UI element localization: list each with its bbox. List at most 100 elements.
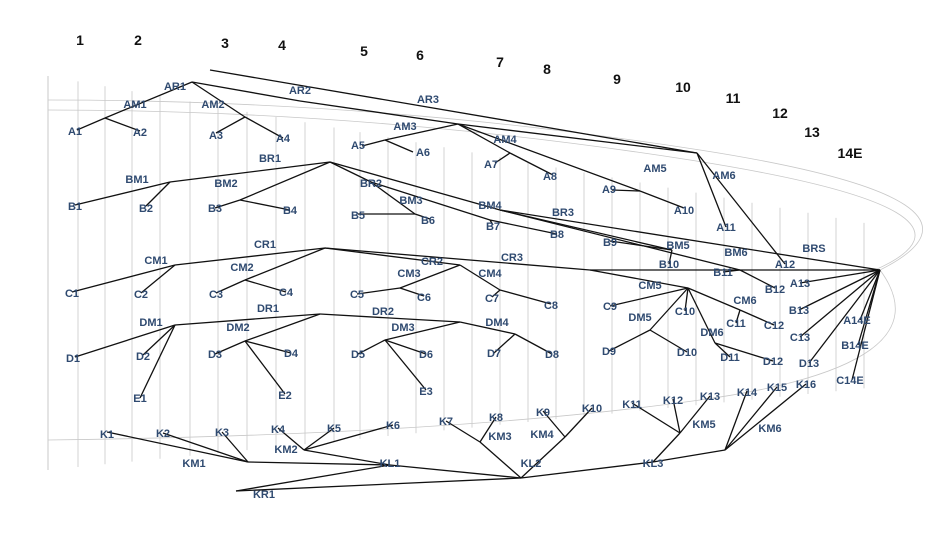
edge-kr1-kl1 [235, 464, 391, 492]
node-d10: D10 [677, 347, 697, 359]
column-number: 9 [613, 71, 621, 87]
node-cr1: CR1 [254, 239, 276, 251]
node-cm6: CM6 [733, 295, 756, 307]
node-bm2: BM2 [214, 178, 237, 190]
node-dm4: DM4 [485, 317, 509, 329]
node-b6: B6 [421, 215, 435, 227]
node-e2: E2 [278, 390, 291, 402]
node-c9: C9 [603, 301, 617, 313]
node-b13: B13 [789, 305, 809, 317]
edge-ar1-ar2 [191, 81, 301, 102]
node-b5: B5 [351, 210, 365, 222]
edge-bm1-b2 [145, 181, 171, 207]
node-km6: KM6 [758, 423, 781, 435]
column-number: 10 [675, 79, 691, 95]
node-k8: K8 [489, 412, 503, 424]
edge-km2-kl1 [303, 449, 391, 466]
edge-kl1-kl2 [389, 464, 522, 479]
column-number: 6 [416, 47, 424, 63]
edge-bm1-b1 [74, 181, 171, 206]
node-k7: K7 [439, 416, 453, 428]
node-b2: B2 [139, 203, 153, 215]
edge-bm2-b3 [214, 199, 241, 209]
node-k3: K3 [215, 427, 229, 439]
edge-cm5-dm5 [649, 287, 689, 331]
node-kr1: KR1 [253, 489, 275, 501]
node-cm3: CM3 [397, 268, 420, 280]
edge-k13-km5 [679, 395, 711, 434]
edge-br2-bm3 [370, 181, 416, 215]
node-ar2: AR2 [289, 85, 311, 97]
column-number: 1 [76, 32, 84, 48]
edge-bm2-b4 [239, 199, 291, 211]
node-am1: AM1 [123, 99, 146, 111]
edge-br3-bm6 [499, 209, 741, 271]
edge-cm2-c3 [215, 279, 246, 294]
node-k11: K11 [622, 399, 642, 411]
edge-kl2-kl3 [520, 461, 654, 479]
edge-am3-a5 [361, 139, 386, 147]
edge-dr1-dr2 [319, 313, 461, 323]
node-d4: D4 [284, 348, 299, 360]
outline-curve-top [47, 99, 923, 271]
node-brs: BRS [802, 243, 825, 255]
edge-kl2-kr1 [235, 477, 522, 492]
edge-k12-km5 [672, 398, 681, 434]
background-grid [47, 76, 923, 470]
node-br3: BR3 [552, 207, 574, 219]
node-e3: E3 [419, 386, 432, 398]
node-d13: D13 [799, 358, 819, 370]
node-d7: D7 [487, 348, 501, 360]
node-dr2: DR2 [372, 306, 394, 318]
edge-cm4-c8 [499, 289, 552, 305]
node-b3: B3 [208, 203, 222, 215]
edge-dm2-e2 [244, 340, 286, 395]
edge-dm6-d11 [714, 342, 731, 358]
node-b1: B1 [68, 201, 82, 213]
edge-ar1-am2 [191, 81, 246, 118]
node-k2: K2 [156, 428, 170, 440]
edge-ar2-ar3 [299, 100, 459, 125]
edge-cm2-c4 [244, 279, 287, 293]
edge-bm3-b6 [414, 213, 431, 220]
node-d3: D3 [208, 349, 222, 361]
edge-km4-kl2 [520, 436, 566, 479]
node-dm1: DM1 [139, 317, 162, 329]
node-a4: A4 [276, 133, 291, 145]
edge-k9-km4 [542, 410, 566, 438]
node-am6: AM6 [712, 170, 735, 182]
edge-k16-km6 [724, 383, 807, 451]
node-km2: KM2 [274, 444, 297, 456]
node-c8: C8 [544, 300, 558, 312]
edge-brs-a13 [799, 269, 881, 284]
node-c14e: C14E [836, 375, 864, 387]
edge-am1-a2 [104, 117, 141, 132]
edge-ar3-am6 [457, 123, 698, 154]
node-cr2: CR2 [421, 256, 443, 268]
node-c13: C13 [790, 332, 810, 344]
edge-dm2-d4 [244, 340, 292, 354]
node-d1: D1 [66, 353, 80, 365]
node-dm3: DM3 [391, 322, 414, 334]
node-c2: C2 [134, 289, 148, 301]
node-bm4: BM4 [478, 200, 502, 212]
edge-bm6-b12 [739, 269, 776, 289]
column-number: 2 [134, 32, 142, 48]
edge-dm5-d10 [649, 329, 688, 353]
node-k4: K4 [271, 424, 286, 436]
edge-dm3-d6 [384, 339, 427, 355]
node-c1: C1 [65, 288, 79, 300]
node-km1: KM1 [182, 458, 205, 470]
edge-k5-km2 [303, 427, 335, 451]
edge-am5-a10 [639, 190, 685, 209]
node-a8: A8 [543, 171, 557, 183]
edge-bm4-b8 [489, 219, 558, 235]
edge-k1-km1 [106, 431, 249, 463]
node-b10: B10 [659, 259, 679, 271]
edge-cm3-c5 [356, 287, 401, 295]
edge-br2-bm4 [370, 181, 491, 221]
node-cm4: CM4 [478, 268, 502, 280]
edge-cr1-cr3 [324, 247, 591, 271]
